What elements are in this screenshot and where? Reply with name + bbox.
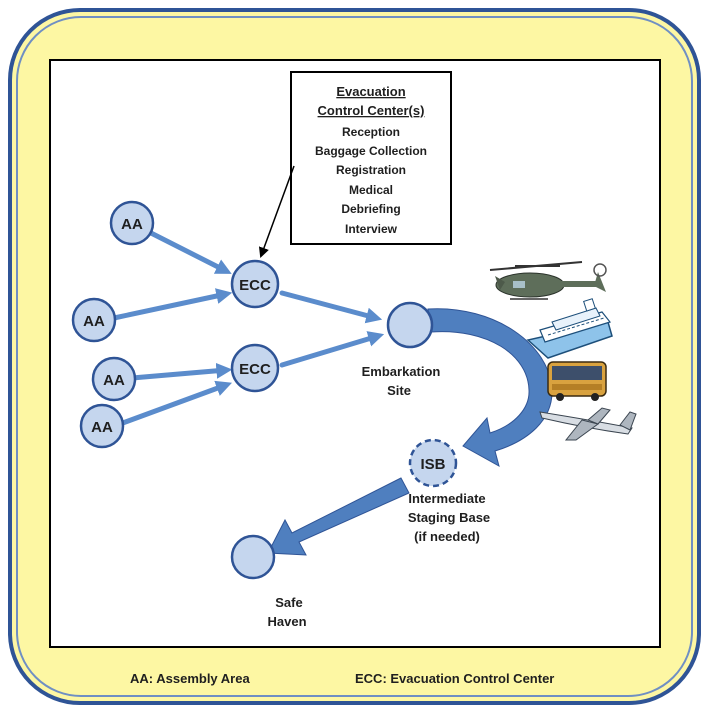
legend-aa: AA: Assembly Area (130, 671, 250, 686)
airplane-icon (539, 407, 637, 441)
isb-node: ISB (408, 438, 458, 488)
svg-text:AA: AA (83, 313, 105, 330)
bus-icon (547, 361, 607, 401)
callout-pointer (258, 165, 295, 258)
ecc-node: ECC (230, 259, 280, 309)
isb-caption-line3: (if needed) (414, 529, 480, 544)
callout-title-line2: Control Center(s) (318, 103, 425, 118)
arrow-ecc1-embark (279, 290, 383, 324)
arrow-aa3-ecc2 (129, 362, 233, 381)
isb-caption-line2: Staging Base (408, 510, 490, 525)
arrow-aa1-ecc1 (146, 229, 232, 274)
arrow-ecc2-embark (279, 331, 385, 368)
arrow-aa2-ecc1 (111, 288, 233, 321)
arrow-aa4-ecc2 (117, 380, 233, 427)
cruise-ship-icon (526, 298, 613, 359)
callout-item: Reception (342, 125, 400, 139)
embarkation-node (386, 301, 434, 349)
embarkation-caption-line2: Site (387, 383, 411, 398)
aa-node: AA (109, 200, 155, 246)
safe-haven-caption-line2: Haven (267, 614, 306, 629)
svg-text:ECC: ECC (239, 277, 271, 294)
aa-node: AA (91, 356, 137, 402)
svg-text:ECC: ECC (239, 361, 271, 378)
aa-node: AA (71, 297, 117, 343)
flow-arrows (111, 229, 385, 427)
aa-node: AA (79, 403, 125, 449)
svg-text:ISB: ISB (420, 456, 445, 473)
svg-text:AA: AA (103, 372, 125, 389)
callout-item: Interview (345, 222, 398, 236)
arrow-isb-safe-haven (267, 477, 410, 556)
ecc-node: ECC (230, 343, 280, 393)
embarkation-caption-line1: Embarkation (362, 364, 441, 379)
callout-item: Debriefing (341, 202, 400, 216)
arrow-embark-isb (427, 308, 553, 468)
safe-haven-caption-line1: Safe (275, 595, 302, 610)
isb-caption-line1: Intermediate (408, 491, 485, 506)
ecc-callout: Evacuation Control Center(s) Reception B… (258, 71, 452, 258)
callout-item: Registration (336, 163, 406, 177)
helicopter-icon (489, 261, 607, 300)
svg-text:AA: AA (121, 216, 143, 233)
callout-item: Medical (349, 183, 393, 197)
safe-haven-node (230, 534, 276, 580)
legend-ecc: ECC: Evacuation Control Center (355, 671, 554, 686)
svg-text:AA: AA (91, 419, 113, 436)
callout-item: Baggage Collection (315, 144, 427, 158)
callout-title-line1: Evacuation (336, 84, 405, 99)
